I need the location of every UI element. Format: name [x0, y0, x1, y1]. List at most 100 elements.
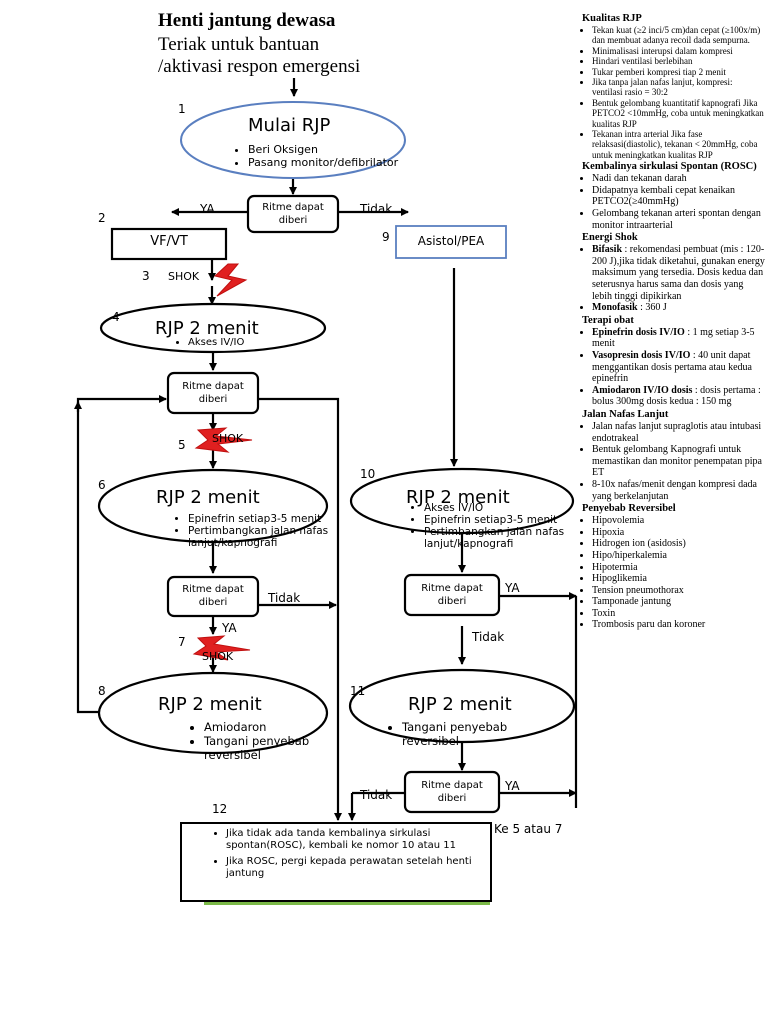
- cause-item: Tamponade jantung: [592, 596, 765, 608]
- rjp-4-ellipse: [99, 302, 327, 354]
- rhythm-box-1: [246, 194, 340, 234]
- causes-title: Penyebab Reversibel: [582, 503, 676, 515]
- step-number: 7: [178, 635, 186, 649]
- rjp-6-item: Epinefrin setiap3-5 menit: [188, 513, 342, 525]
- rjp-4-item: Akses IV/IO: [188, 337, 302, 348]
- rjp-8-items: Amiodaron Tangani penyebab reversibel: [188, 720, 328, 762]
- energy-biphasic-label: Bifasik: [592, 244, 623, 256]
- flowchart-graphics: [74, 78, 578, 821]
- quality-item: Minimalisasi interupsi dalam kompresi: [592, 46, 765, 56]
- energy-item: Bifasik : rekomendasi pembuat (mis : 120…: [592, 244, 765, 302]
- sidebar: Kualitas RJP Tekan kuat (≥2 inci/5 cm)da…: [582, 12, 765, 631]
- rhythm-label-5: Ritme dapat diberi: [421, 780, 483, 804]
- cause-item: Hidrogen ion (asidosis): [592, 538, 765, 550]
- step-number: 3: [142, 269, 150, 283]
- rjp-10-title: RJP 2 menit: [406, 487, 510, 508]
- final-box-item: Jika tidak ada tanda kembalinya sirkulas…: [226, 828, 482, 852]
- final-box: Jika tidak ada tanda kembalinya sirkulas…: [180, 822, 492, 902]
- quality-item: Tekan kuat (≥2 inci/5 cm)dan cepat (≥100…: [592, 25, 765, 46]
- start-item: Pasang monitor/defibrilator: [248, 156, 422, 169]
- rjp-11-ellipse: [348, 668, 576, 744]
- rjp-11-items: Tangani penyebab reversibel: [386, 720, 526, 748]
- tidak-label: Tidak: [360, 788, 393, 802]
- quality-item: Bentuk gelombang kuantitatif kapnografi …: [592, 98, 765, 129]
- rhythm-label-1: Ritme dapat diberi: [262, 202, 324, 226]
- shock-bolt-icon: [194, 427, 253, 453]
- energy-list: Bifasik : rekomendasi pembuat (mis : 120…: [582, 244, 765, 314]
- drug-title: Terapi obat: [582, 314, 634, 326]
- rosc-list: Nadi dan tekanan darah Didapatnya kembal…: [582, 173, 765, 231]
- quality-title: Kualitas RJP: [582, 13, 642, 24]
- cause-item: Hipovolemia: [592, 515, 765, 527]
- airway-item: Jalan nafas lanjut supraglotis atau intu…: [592, 421, 765, 444]
- rjp-10-item: Akses IV/IO: [424, 502, 578, 514]
- shok-label: SHOK: [212, 432, 244, 445]
- rhythm-label-3: Ritme dapat diberi: [182, 584, 244, 608]
- rhythm-box-3: [166, 575, 260, 618]
- tidak-label: Tidak: [360, 202, 393, 216]
- rjp-4-title: RJP 2 menit: [155, 318, 259, 339]
- rjp-8-ellipse: [97, 671, 329, 755]
- drug-item: Vasopresin dosis IV/IO : 40 unit dapat m…: [592, 350, 765, 385]
- drug-epi-text: : 1 mg setiap 3-5 menit: [592, 326, 755, 350]
- rjp-6-item: Pertimbangkan jalan nafas lanjut/kapnogr…: [188, 525, 342, 549]
- rjp-6-title: RJP 2 menit: [156, 487, 260, 508]
- header-line-2: /aktivasi respon emergensi: [158, 56, 361, 77]
- quality-item: Tekanan intra arterial Jika fase relaksa…: [592, 129, 765, 160]
- step-number: 6: [98, 478, 106, 492]
- shock-bolt-icon: [213, 263, 248, 297]
- quality-item: Tukar pemberi kompresi tiap 2 menit: [592, 67, 765, 77]
- quality-item: Jika tanpa jalan nafas lanjut, kompresi:…: [592, 77, 765, 98]
- drug-list: Epinefrin dosis IV/IO : 1 mg setiap 3-5 …: [582, 327, 765, 408]
- rhythm-label-4: Ritme dapat diberi: [421, 583, 483, 607]
- rhythm-box-4: [403, 573, 501, 617]
- drug-amio-text: : dosis pertama : bolus 300mg dosis kedu…: [592, 384, 761, 408]
- rosc-item: Gelombang tekanan arteri spontan dengan …: [592, 208, 765, 231]
- rjp-10-items: Akses IV/IO Epinefrin setiap3-5 menit Pe…: [408, 502, 578, 550]
- shock-bolt-icon: [192, 635, 251, 661]
- ya-label: YA: [222, 621, 237, 635]
- asistol-label: Asistol/PEA: [417, 234, 485, 248]
- rhythm-box-5: [403, 770, 501, 814]
- tidak-label: Tidak: [268, 591, 301, 605]
- drug-vaso-label: Vasopresin dosis IV/IO: [592, 350, 691, 361]
- ya-label: YA: [200, 202, 215, 216]
- cause-item: Hipoglikemia: [592, 573, 765, 585]
- vf-vt-label: VF/VT: [150, 234, 188, 249]
- rjp-11-title: RJP 2 menit: [408, 694, 512, 715]
- final-box-shadow: [204, 902, 490, 905]
- airway-title: Jalan Nafas Lanjut: [582, 408, 669, 420]
- cause-item: Hipoxia: [592, 527, 765, 539]
- shok-label: SHOK: [168, 270, 200, 283]
- quality-item: Hindari ventilasi berlebihan: [592, 56, 765, 66]
- cause-item: Toxin: [592, 608, 765, 620]
- rosc-title: Kembalinya sirkulasi Spontan (ROSC): [582, 161, 757, 173]
- step-number: 9: [382, 230, 390, 244]
- start-title: Mulai RJP: [248, 115, 331, 136]
- arrow-loop-back: [76, 395, 167, 714]
- chart-title: Henti jantung dewasa: [158, 10, 336, 31]
- cause-item: Trombosis paru dan koroner: [592, 619, 765, 631]
- step-number: 12: [212, 802, 228, 816]
- rhythm-label-2: Ritme dapat diberi: [182, 381, 244, 405]
- rjp-10-item: Epinefrin setiap3-5 menit: [424, 514, 578, 526]
- ke-5-atau-7-label: Ke 5 atau 7: [494, 822, 563, 836]
- shok-label: SHOK: [202, 650, 234, 663]
- energy-mono-text: : 360 J: [637, 302, 667, 314]
- energy-mono-label: Monofasik: [592, 302, 638, 314]
- step-number: 5: [178, 438, 186, 452]
- rjp-11-item: Tangani penyebab reversibel: [402, 720, 526, 748]
- rosc-item: Nadi dan tekanan darah: [592, 173, 765, 185]
- step-number: 1: [178, 102, 186, 116]
- airway-item: Bentuk gelombang Kapnografi untuk memast…: [592, 444, 765, 479]
- asistol-box: [395, 225, 507, 259]
- drug-vaso-text: : 40 unit dapat menggantikan dosis perta…: [592, 350, 752, 385]
- rjp-10-ellipse: [349, 467, 575, 535]
- rjp-10-item: Pertimbangkan jalan nafas lanjut/kapnogr…: [424, 526, 578, 550]
- drug-epi-label: Epinefrin dosis IV/IO: [592, 326, 685, 338]
- header-line-1: Teriak untuk bantuan: [158, 34, 320, 55]
- cause-item: Hipo/hiperkalemia: [592, 550, 765, 562]
- drug-amio-label: Amiodaron IV/IO dosis: [592, 384, 693, 396]
- energy-biphasic-text: : rekomendasi pembuat (mis : 120-200 J),…: [592, 244, 765, 302]
- ya-label: YA: [505, 581, 520, 595]
